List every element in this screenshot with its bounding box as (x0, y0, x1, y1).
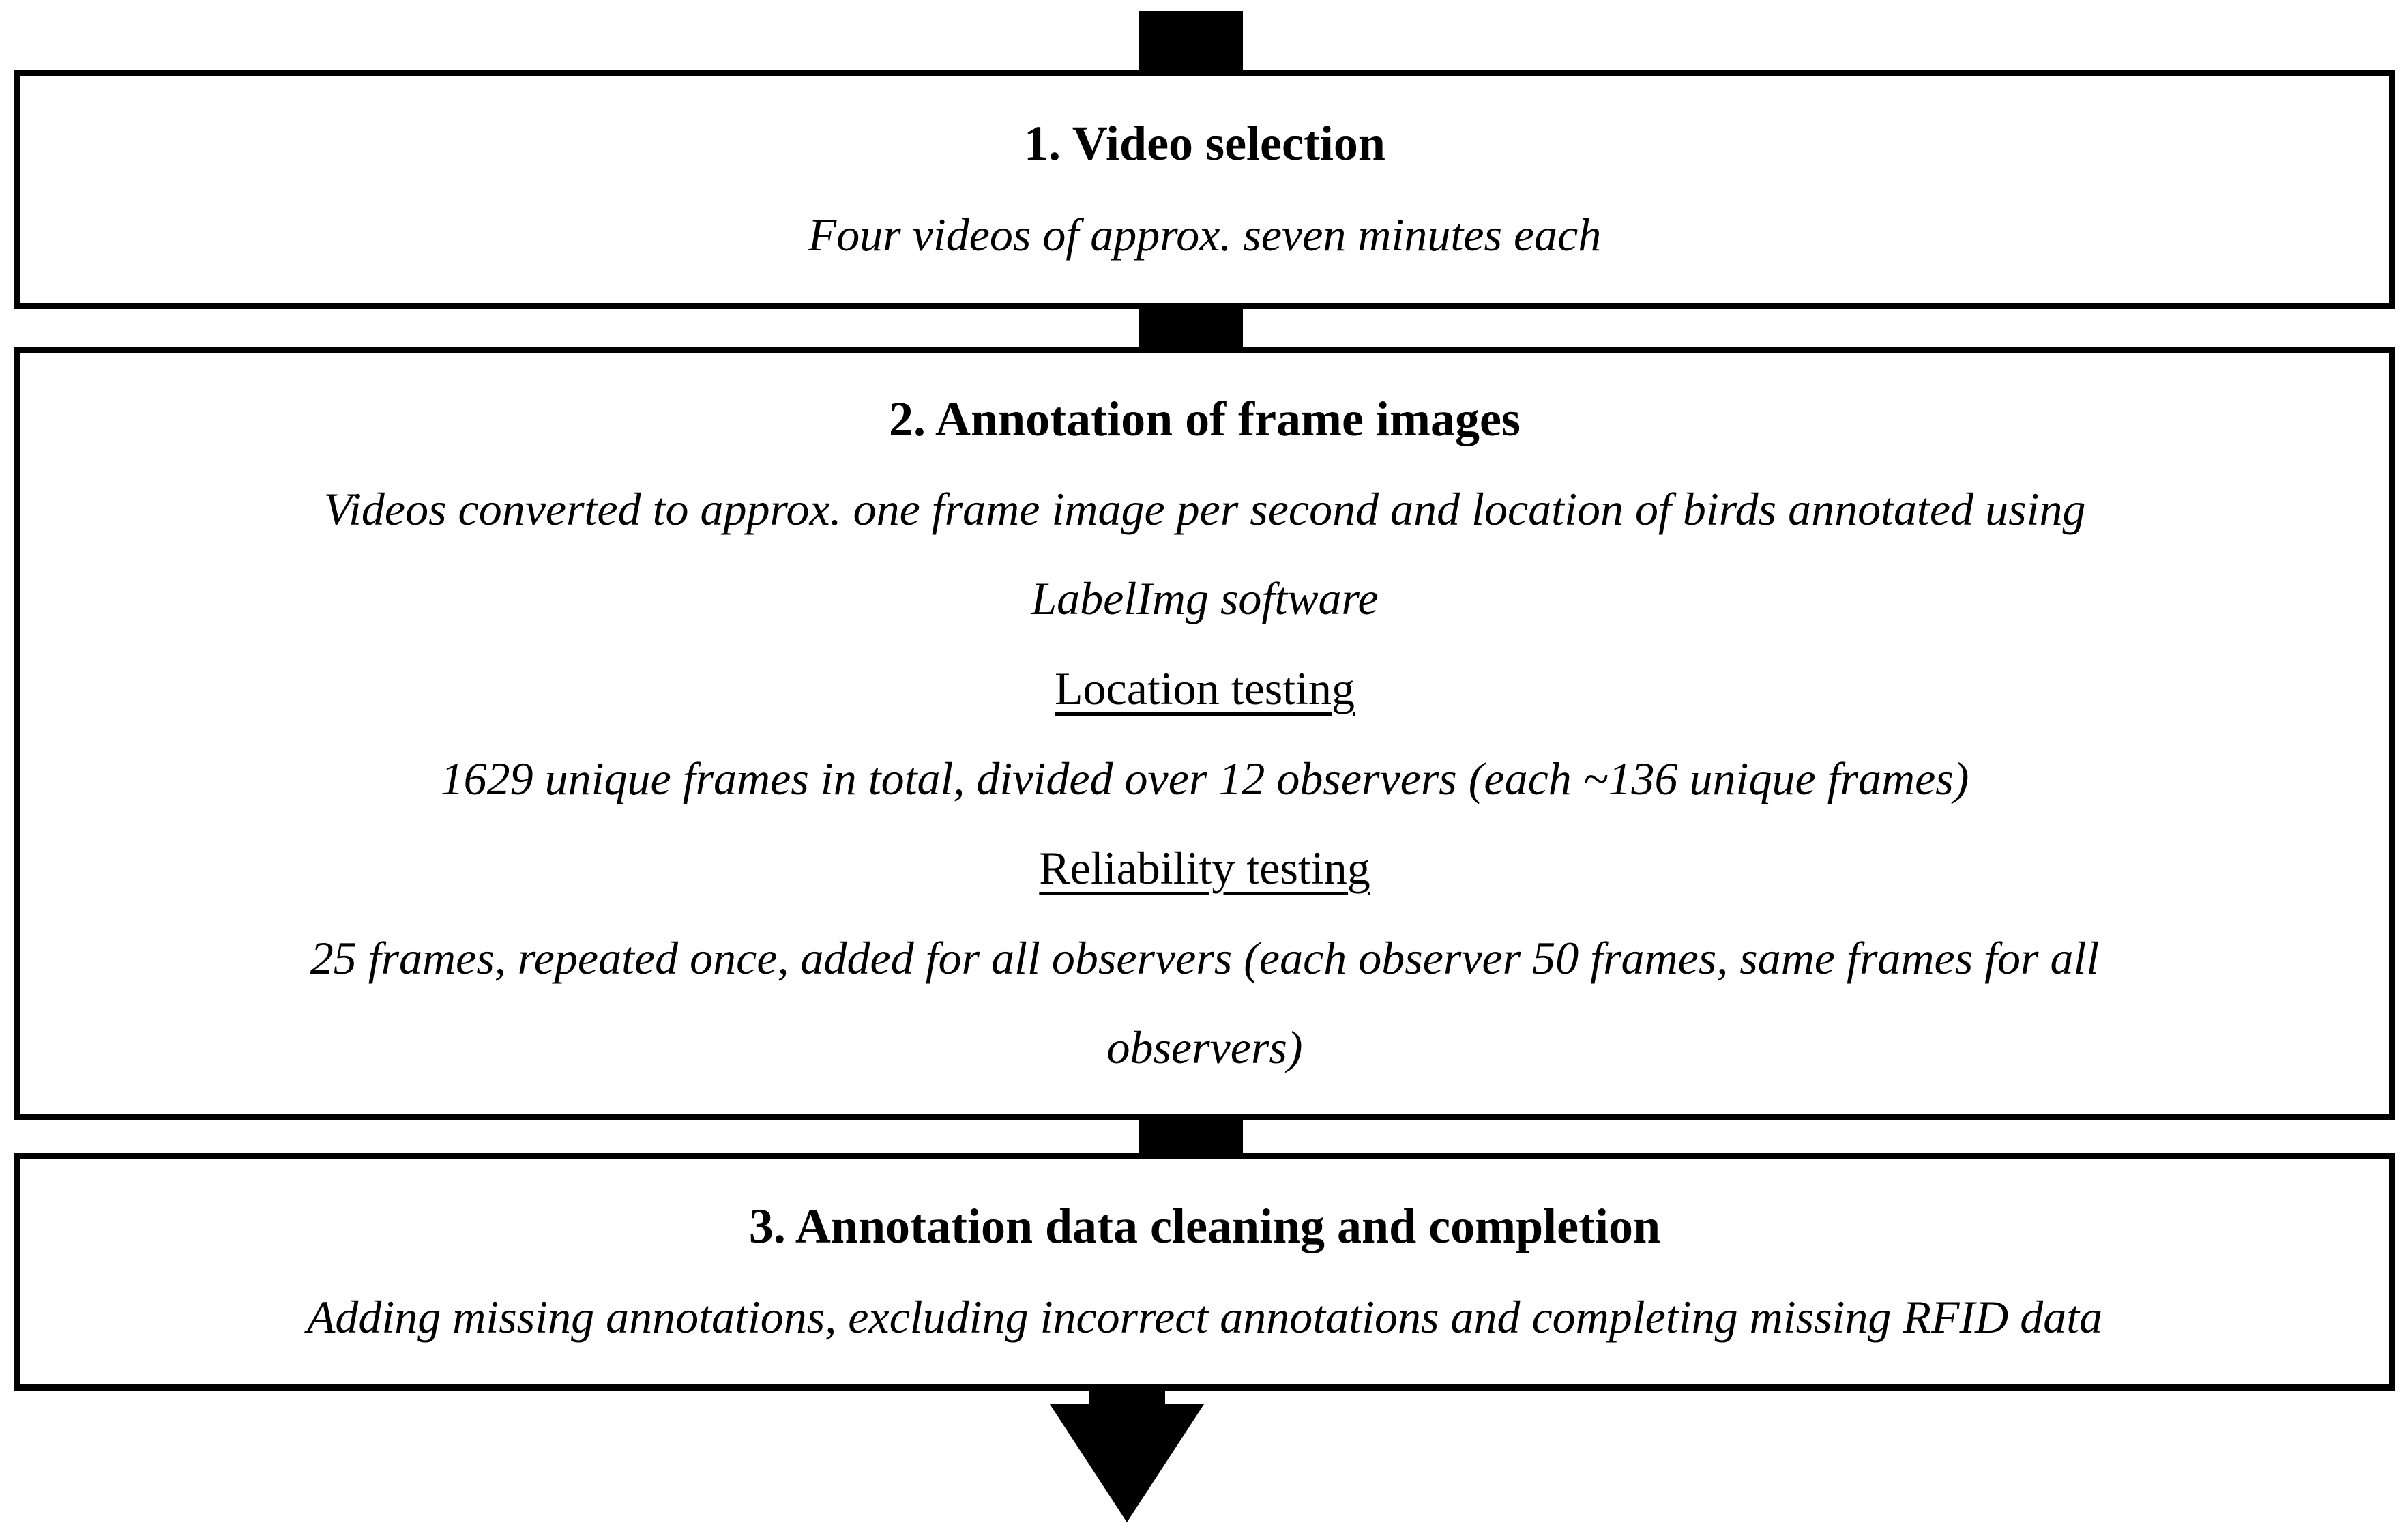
step-3-line-1: Adding missing annotations, excluding in… (306, 1291, 2103, 1343)
incoming-down-arrow-stub (1139, 11, 1243, 76)
step-1-line-1: Four videos of approx. seven minutes eac… (808, 209, 1602, 261)
step-title: 2. Annotation of frame images (889, 392, 1521, 446)
step-title: 1. Video selection (1024, 116, 1385, 171)
step-2-line-4: 1629 unique frames in total, divided ove… (440, 752, 1969, 804)
step-box-1: 1. Video selection Four videos of approx… (14, 70, 2395, 309)
step-box-3: 3. Annotation data cleaning and completi… (14, 1153, 2395, 1391)
connector-arrow-1 (1139, 302, 1243, 353)
step-title: 3. Annotation data cleaning and completi… (748, 1199, 1661, 1254)
step-2-line-6: 25 frames, repeated once, added for all … (310, 931, 2100, 984)
connector-arrow-2 (1139, 1114, 1243, 1160)
bottom-arrow-head-icon (1050, 1404, 1204, 1522)
step-2-line-5: Reliability testing (1039, 842, 1370, 895)
step-2-line-1: Videos converted to approx. one frame im… (323, 482, 2086, 535)
step-2-line-2: LabelImg software (1031, 572, 1379, 625)
step-2-line-3: Location testing (1054, 662, 1355, 714)
step-box-2: 2. Annotation of frame images Videos con… (14, 347, 2395, 1120)
step-2-line-7: observers) (1106, 1021, 1303, 1074)
